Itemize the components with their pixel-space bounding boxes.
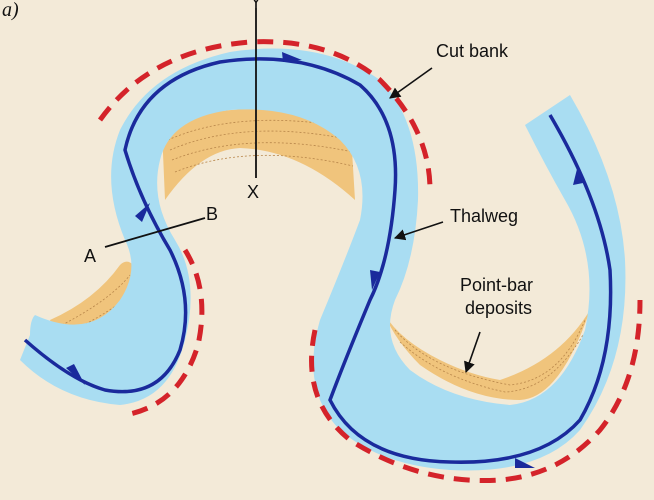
point-bar-upper [162, 108, 355, 200]
flow-arrow-6 [573, 165, 583, 185]
section-label-b: B [206, 204, 218, 224]
flow-arrow-1 [66, 364, 85, 385]
point-bar-lower [385, 310, 590, 400]
thalweg-line [23, 57, 613, 464]
point-bar-pointer [464, 331, 481, 374]
thalweg-pointer [393, 221, 444, 241]
flow-arrow-2 [135, 203, 150, 222]
thalweg-label: Thalweg [450, 206, 518, 226]
flow-arrow-4 [370, 270, 380, 290]
point-bar-label-line1: Point-bar [460, 275, 533, 295]
panel-label: a) [2, 0, 19, 21]
section-label-x: X [247, 182, 259, 202]
flow-arrow-3 [282, 52, 302, 62]
cut-bank-label: Cut bank [436, 41, 509, 61]
point-bar-label-line2: deposits [465, 298, 532, 318]
section-line-ab [104, 217, 206, 248]
cut-bank-pointer [389, 67, 433, 99]
section-label-y: Y [250, 0, 262, 12]
thalweg-arrows [66, 52, 583, 468]
section-label-a: A [84, 246, 96, 266]
flow-arrow-5 [515, 458, 535, 468]
cut-bank-dashes [97, 39, 643, 483]
